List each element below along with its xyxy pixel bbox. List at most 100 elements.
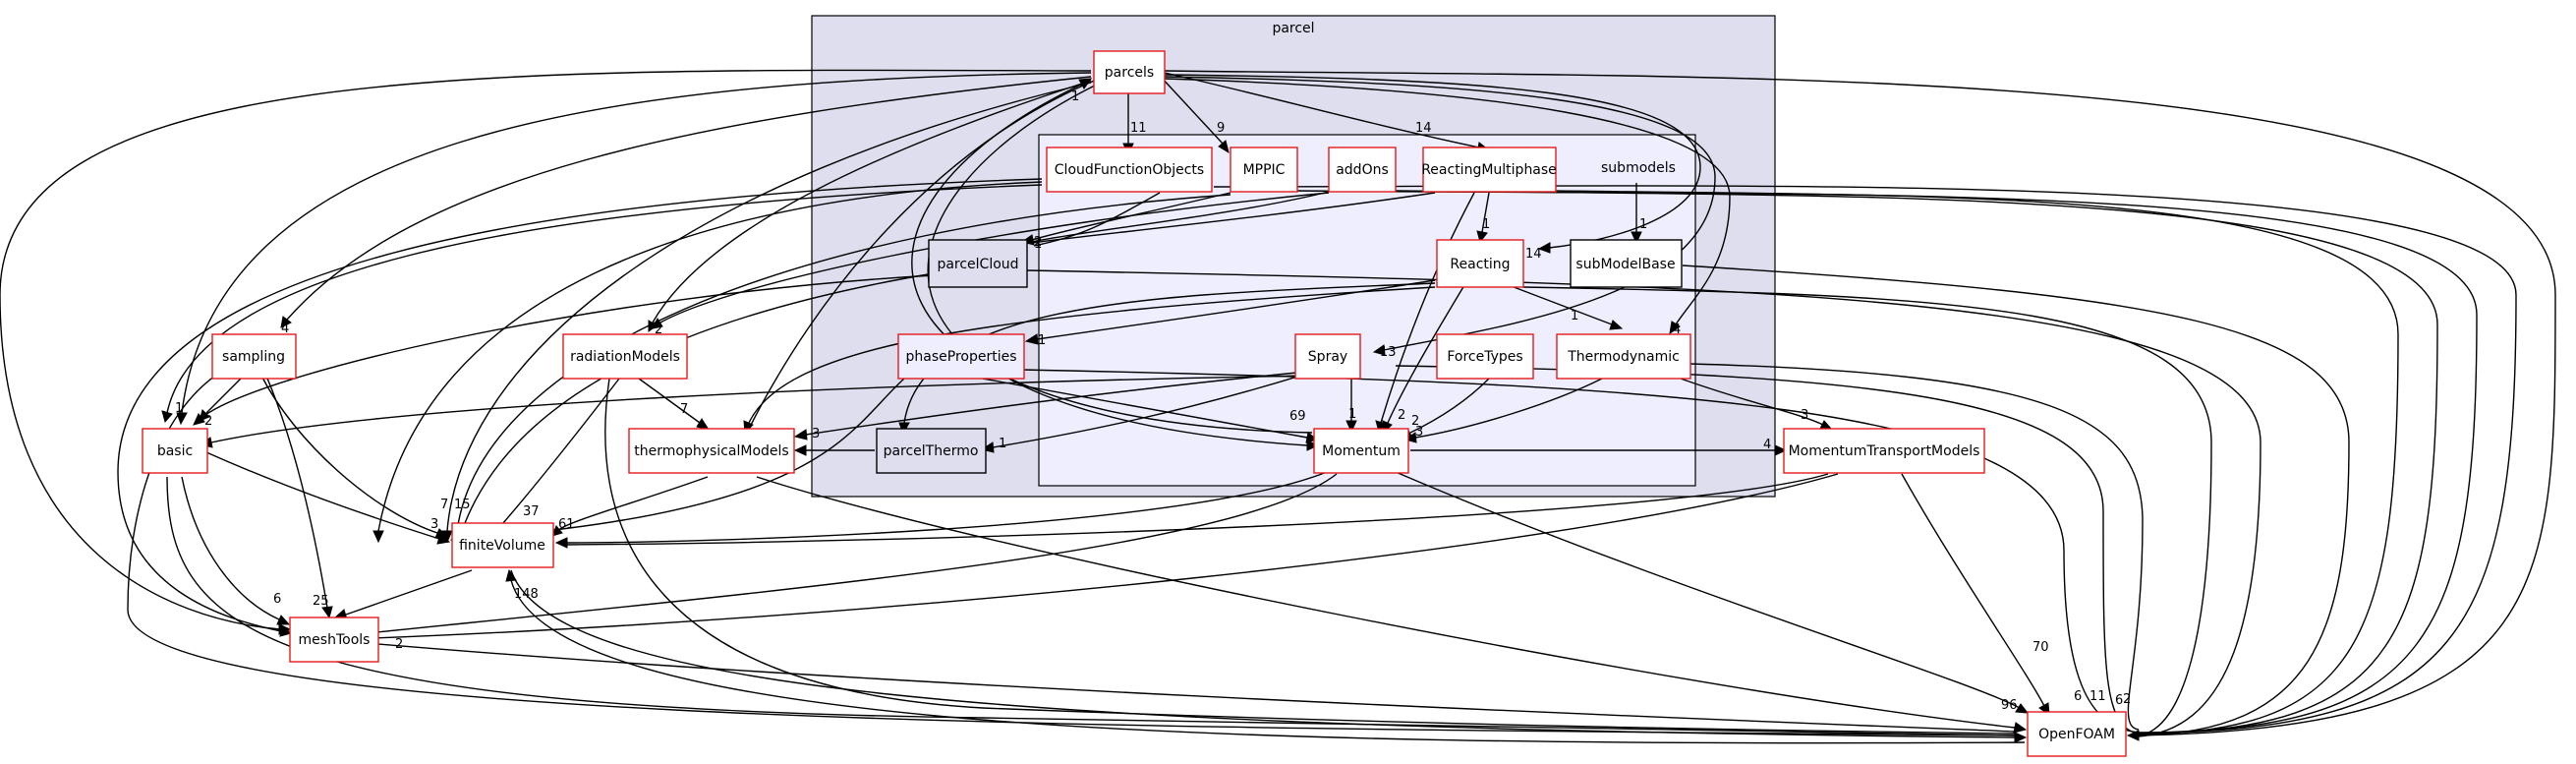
edge-openfoam-meshtools-label: 2 [395,637,403,652]
svg-text:14: 14 [1525,247,1542,262]
edge-parcels-spray: 13 [1164,76,1716,360]
edge-momentum-parcels: 1 [911,78,1313,434]
node-parcelcloud[interactable]: parcelCloud [928,239,1028,288]
svg-text:addOns: addOns [1336,162,1389,178]
edge-reacting-openfoam [1522,286,2212,736]
node-submodelbase[interactable]: subModelBase [1570,239,1683,288]
edge-parcels-mppic: 9 [1159,75,1230,154]
svg-text:meshTools: meshTools [299,632,371,648]
svg-text:sampling: sampling [222,349,285,365]
edge-mtm-meshtools [347,473,1839,640]
node-mppic[interactable]: MPPIC [1230,147,1298,193]
svg-text:1: 1 [175,401,183,416]
svg-text:finiteVolume: finiteVolume [459,538,545,554]
edge-parcelcloud-openfoam [1026,269,2261,737]
svg-text:1: 1 [1571,309,1578,323]
svg-text:2: 2 [1411,414,1419,429]
edge-cfo-openfoam [1213,185,2517,735]
svg-text:6: 6 [273,592,281,607]
svg-text:1: 1 [1071,89,1079,104]
svg-text:radiationModels: radiationModels [570,349,680,365]
svg-text:3: 3 [430,517,438,532]
edge-submodels-submodelbase: 1 [1631,183,1647,245]
cluster-submodels-label: submodels [1601,160,1676,176]
node-reacting[interactable]: Reacting [1436,239,1524,288]
edges: 11 9 14 14 13 4 4 [0,69,2556,744]
svg-text:subModelBase: subModelBase [1575,257,1675,272]
node-parcelthermo[interactable]: parcelThermo [876,428,987,474]
node-momentumtransportmodels[interactable]: MomentumTransportModels [1783,428,1985,474]
svg-text:1: 1 [1639,217,1647,232]
svg-text:2: 2 [204,414,212,429]
svg-text:25: 25 [313,594,329,609]
node-sampling[interactable]: sampling [211,333,297,380]
svg-text:4: 4 [1673,323,1681,337]
node-momentum[interactable]: Momentum [1313,428,1409,474]
svg-text:CloudFunctionObjects: CloudFunctionObjects [1055,162,1204,178]
edge-reacting-thermodynamic: 1 [1508,284,1624,330]
edge-finitevolume-openfoam [510,569,2028,743]
edge-phaseproperties-openfoam [1021,369,2140,734]
edge-basic-openfoam [166,476,2016,736]
node-addons[interactable]: addOns [1328,147,1397,193]
edge-sampling-meshtools: 25 [264,373,333,619]
svg-text:Momentum: Momentum [1322,443,1401,459]
node-radiationmodels[interactable]: radiationModels [562,333,688,380]
node-reactingmultiphase[interactable]: ReactingMultiphase [1421,147,1557,193]
svg-text:1: 1 [1038,333,1046,348]
edge-radiation-finitevolume: 37 [488,378,620,540]
edge-parcels-thermodynamic: 4 [1164,78,1731,337]
node-parcels[interactable]: parcels [1093,50,1166,94]
edge-addons-radiationmodels [652,192,1330,329]
svg-text:13: 13 [1380,345,1397,360]
svg-text:1: 1 [999,437,1006,451]
edge-mtm-openfoam: 70 [1901,473,2050,717]
svg-text:MPPIC: MPPIC [1243,162,1286,178]
node-finitevolume[interactable]: finiteVolume [451,522,554,568]
edge-parcels-sampling: 4 [280,76,1092,336]
svg-text:69: 69 [1289,409,1306,424]
svg-text:ForceTypes: ForceTypes [1447,349,1522,365]
svg-text:3: 3 [1415,425,1423,440]
edge-spray-openfoam [1395,365,2140,735]
edge-basic-finitevolume: 3 [205,451,451,545]
node-forcetypes[interactable]: ForceTypes [1436,333,1534,380]
node-phaseproperties[interactable]: phaseProperties [897,333,1025,380]
svg-text:parcels: parcels [1105,65,1154,81]
edge-basic-meshtools: 6 [181,476,291,625]
svg-text:7: 7 [680,402,688,417]
svg-text:15: 15 [454,498,471,512]
edge-momentum-mtm: 4 [1410,438,1788,456]
node-meshtools[interactable]: meshTools [289,617,379,663]
svg-text:14: 14 [1415,121,1432,136]
edge-cfo-finitevolume [372,181,1043,544]
svg-text:3: 3 [1801,408,1808,423]
cluster-parcel-label: parcel [1272,21,1314,36]
nodes: parcels CloudFunctionObjects MPPIC addOn… [142,50,2127,757]
edge-parcels-basic: 1 [175,72,1092,426]
node-openfoam[interactable]: OpenFOAM [2027,711,2127,757]
edge-parcelthermo-thermophysicalmodels [793,444,875,456]
svg-text:basic: basic [157,443,193,459]
svg-text:Thermodynamic: Thermodynamic [1567,349,1680,365]
edge-sampling-openfoam [127,371,2016,736]
svg-text:2: 2 [655,323,662,337]
svg-text:96: 96 [2001,698,2018,713]
svg-text:parcelThermo: parcelThermo [884,443,979,459]
svg-text:Spray: Spray [1308,349,1347,365]
node-cloudfunctionobjects[interactable]: CloudFunctionObjects [1046,147,1213,193]
svg-text:1: 1 [1348,407,1356,422]
node-thermophysicalmodels[interactable]: thermophysicalModels [628,428,795,474]
svg-text:4: 4 [1763,438,1771,452]
node-basic[interactable]: basic [142,428,208,474]
svg-text:7: 7 [440,498,448,512]
svg-text:148: 148 [514,587,539,602]
svg-text:37: 37 [523,504,540,519]
svg-text:3: 3 [812,427,820,441]
node-spray[interactable]: Spray [1294,333,1361,380]
edge-thermophysical-openfoam [756,476,2028,734]
edge-labels-openfoam-right: 6 11 2 6 [2074,689,2131,708]
edge-radiation-openfoam [604,378,2016,735]
node-thermodynamic[interactable]: Thermodynamic [1556,333,1691,380]
edge-momentum-openfoam: 96 [1395,471,2030,714]
